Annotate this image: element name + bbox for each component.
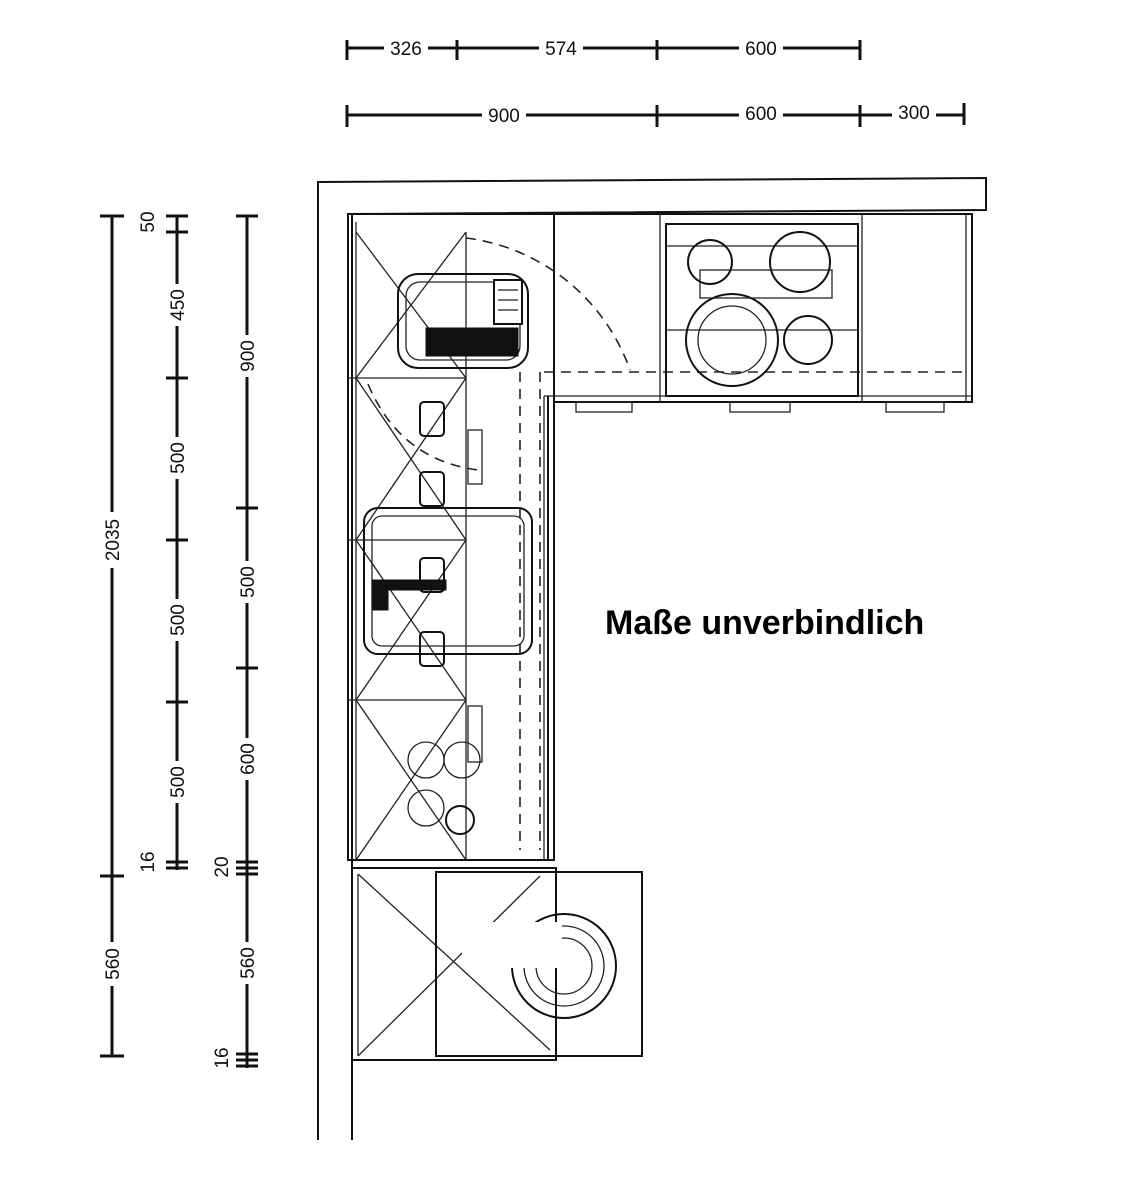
dim-top-300: 300 <box>898 103 930 124</box>
left-dimension-col-1: 50 450 500 500 500 16 <box>138 211 189 872</box>
dim-top-600: 600 <box>745 39 777 60</box>
dim-col2-600: 600 <box>238 743 259 775</box>
dim-col2-16: 16 <box>212 1047 233 1068</box>
drawer-handles <box>419 401 483 763</box>
dim-col1-500c: 500 <box>168 766 189 798</box>
sink <box>397 273 529 369</box>
dim-col1-16: 16 <box>138 851 159 872</box>
hob-left <box>363 507 533 655</box>
dim-col1-50: 50 <box>138 211 159 232</box>
dim-col2-560: 560 <box>238 947 259 979</box>
left-dimension-outer: 2035 560 <box>100 214 124 1058</box>
dim-col1-450: 450 <box>168 289 189 321</box>
dim-left-560-outer: 560 <box>103 948 124 980</box>
left-counter-run <box>347 213 631 861</box>
bottom-corner-cabinet <box>351 867 643 1061</box>
dim-col2-20: 20 <box>212 856 233 877</box>
dim-top-574: 574 <box>545 39 577 60</box>
dim-col1-500b: 500 <box>168 604 189 636</box>
cooktop-top <box>665 223 859 397</box>
left-dimension-col-2: 900 500 600 20 560 16 <box>212 214 259 1069</box>
dim-top-600b: 600 <box>745 104 777 125</box>
left-bottom-appliance <box>407 741 481 835</box>
top-counter-run <box>544 213 973 413</box>
dim-top-900: 900 <box>488 106 520 127</box>
top-dimension-row-2: 900 600 300 <box>345 102 966 127</box>
dim-left-2035: 2035 <box>103 519 124 561</box>
dim-col2-500: 500 <box>238 566 259 598</box>
disclaimer-note: Maße unverbindlich <box>605 604 925 642</box>
top-dimension-row-1: 326 574 600 <box>345 38 862 60</box>
dim-top-326: 326 <box>390 39 422 60</box>
room-walls <box>317 176 987 1140</box>
dim-col2-900: 900 <box>238 340 259 372</box>
dim-col1-500a: 500 <box>168 442 189 474</box>
